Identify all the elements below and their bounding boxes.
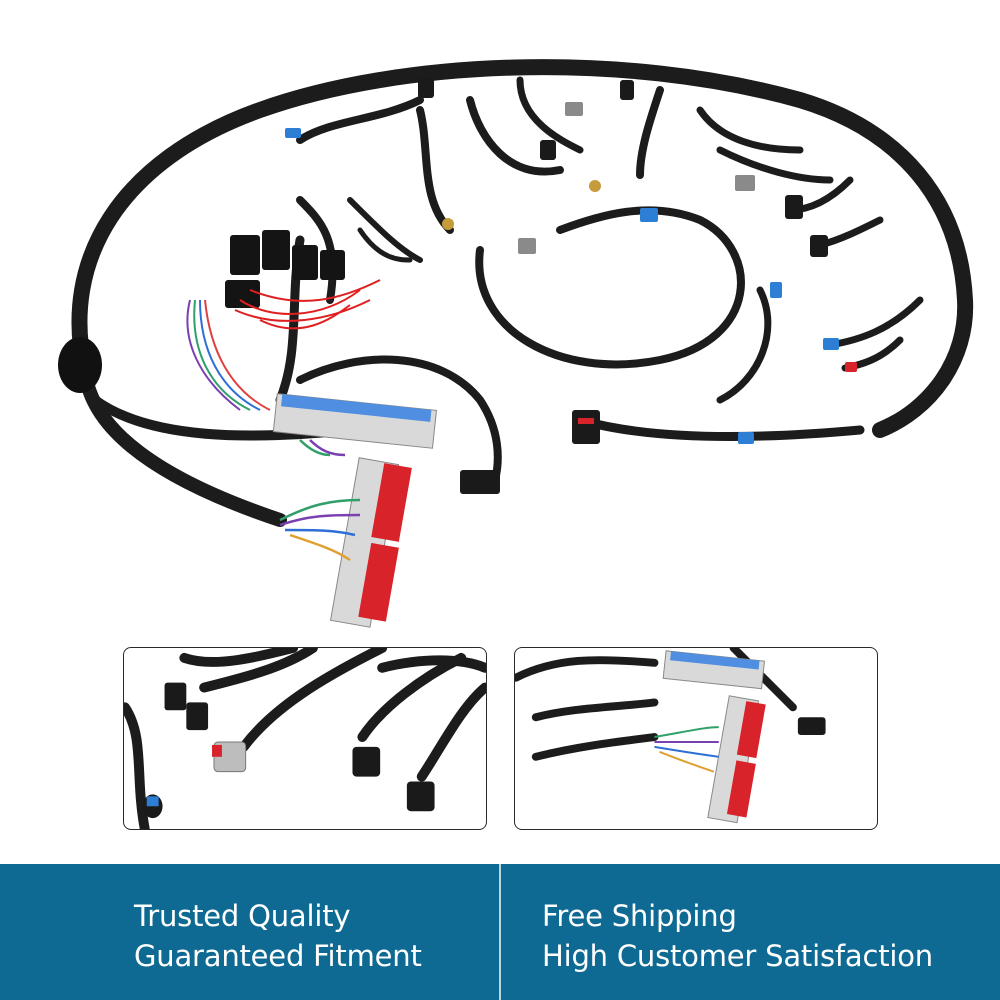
injector-connectors-closeup	[124, 648, 486, 829]
trusted-quality-text: Trusted Quality	[134, 899, 351, 933]
detail-image-right[interactable]	[514, 647, 878, 830]
banner-left-column: Trusted Quality Guaranteed Fitment	[134, 896, 422, 976]
promo-banner: Trusted Quality Guaranteed Fitment Free …	[0, 864, 1000, 1000]
hero-product-image	[58, 59, 974, 628]
ecu-connector-closeup	[515, 648, 826, 824]
detail-image-left[interactable]	[123, 647, 487, 830]
customer-satisfaction-text: High Customer Satisfaction	[542, 939, 933, 973]
guaranteed-fitment-text: Guaranteed Fitment	[134, 939, 422, 973]
banner-divider	[499, 864, 501, 1000]
banner-right-column: Free Shipping High Customer Satisfaction	[542, 896, 933, 976]
free-shipping-text: Free Shipping	[542, 899, 737, 933]
wiring-harness-illustration	[58, 59, 974, 628]
